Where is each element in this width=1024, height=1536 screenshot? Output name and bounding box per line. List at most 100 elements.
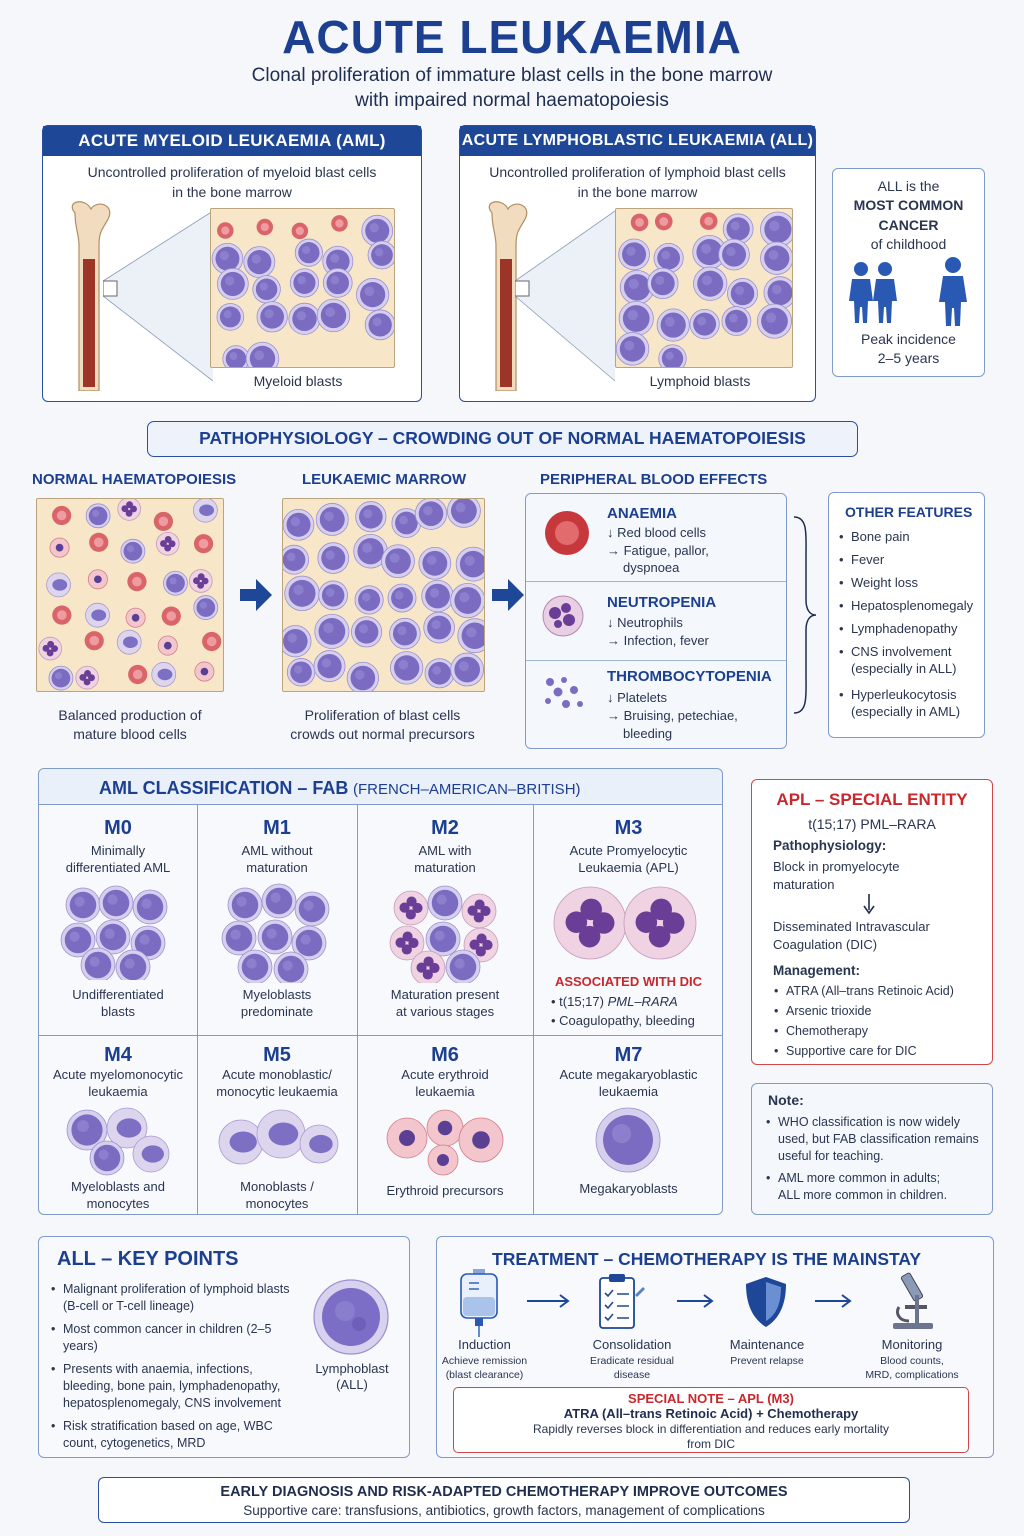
lymphoblast-label-2: (ALL) [336,1377,368,1392]
fab-title-paren: (FRENCH–AMERICAN–BRITISH) [353,781,581,798]
neutropenia-line-1: ↓ Neutrophils [607,615,683,630]
peri-title: PERIPHERAL BLOOD EFFECTS [540,471,768,488]
thrombocytopenia-line-1: ↓ Platelets [607,690,667,705]
apl-title: APL – SPECIAL ENTITY [776,790,968,809]
blast-cluster-illustration [221,883,330,983]
aml-desc-2: in the bone marrow [172,184,292,200]
lymphoblast-label-1: Lymphoblast [315,1361,389,1376]
apl-mgmt-list: ATRA (All–trans Retinoic Acid) Arsenic t… [772,983,987,1065]
fab-desc: leukaemia [415,1084,475,1099]
arrow-right-icon [527,1294,570,1308]
fab-caption: monocytes [245,1196,309,1211]
clipboard-icon [599,1274,645,1329]
platelets-icon [545,677,583,708]
m3-trans-prefix: t(15;17) [559,994,608,1009]
arrow-right-icon [492,579,524,611]
all-key-title: ALL – KEY POINTS [57,1248,239,1270]
fab-m2-cell: M2 AML with maturation Maturation presen… [357,805,533,1035]
arrow-right-icon [677,1294,714,1308]
all-key-item: Malignant proliferation of lymphoid blas… [49,1281,304,1315]
other-features-panel: OTHER FEATURES Bone pain Fever Weight lo… [828,492,985,738]
m3-dic-label: ASSOCIATED WITH DIC [554,974,703,989]
arrow-down-icon [863,894,875,915]
blast-cluster-illustration [60,885,168,980]
fab-caption: Myeloblasts and [71,1179,165,1194]
childhood-line-1: ALL is the [877,178,940,194]
monocyte-cluster-illustration [66,1107,170,1176]
fab-header: AML CLASSIFICATION – FAB (FRENCH–AMERICA… [39,769,722,805]
all-key-points-panel: ALL – KEY POINTS Malignant proliferation… [38,1236,410,1458]
fab-code: M7 [614,1044,643,1066]
fab-desc: Acute erythroid [401,1067,489,1082]
other-features-list: Bone pain Fever Weight loss Hepatospleno… [837,528,982,725]
treatment-step-desc: (blast clearance) [445,1369,524,1381]
other-feature-item: Lymphadenopathy [837,620,982,637]
megakaryoblast-illustration [595,1107,661,1173]
other-feature-item: Weight loss [837,574,982,591]
patho-banner: PATHOPHYSIOLOGY – CROWDING OUT OF NORMAL… [147,421,858,457]
neutropenia-line-2: → Infection, fever [607,633,709,648]
fab-caption: predominate [240,1004,314,1019]
subtitle-line-1: Clonal proliferation of immature blast c… [251,65,773,86]
fab-code: M1 [263,817,291,839]
apl-note-line-3: from DIC [687,1437,735,1451]
apl-dic-1: Disseminated Intravascular [773,919,930,934]
leukaemic-marrow-view [282,498,485,692]
other-feature-item: Hyperleukocytosis (especially in AML) [837,686,982,720]
treatment-step-name: Induction [458,1337,511,1352]
aml-header: ACUTE MYELOID LEUKAEMIA (AML) [43,126,421,156]
lymphoblast-illustration [313,1279,389,1355]
note-aml: AML more common in adults; [778,1171,941,1185]
apl-mgmt-item: Arsenic trioxide [772,1003,987,1020]
fab-m0-cell: M0 Minimally differentiated AML Undiffer… [39,805,197,1035]
fab-desc: leukaemia [598,1084,659,1099]
arrow-right-icon [815,1294,852,1308]
apl-special-note: SPECIAL NOTE – APL (M3) ATRA (All–trans … [453,1387,969,1453]
erythroid-cluster-illustration [386,1109,504,1176]
fab-code: M6 [431,1044,459,1066]
childhood-line-2: MOST COMMON [853,197,964,213]
fab-desc: Acute Promyelocytic [569,843,688,858]
fab-caption: Monoblasts / [240,1179,314,1194]
all-key-item: Presents with anaemia, infections, bleed… [49,1361,304,1412]
fab-desc: Acute monoblastic/ [222,1067,332,1082]
fab-caption: Maturation present [390,987,500,1002]
anaemia-line-1: ↓ Red blood cells [607,525,706,540]
fab-code: M5 [263,1044,291,1066]
anaemia-line-2: → Fatigue, pallor, [607,543,709,558]
anaemia-title: ANAEMIA [607,505,677,522]
microscope-icon [893,1272,933,1329]
note-list: WHO classification is now widely used, b… [764,1114,989,1209]
page-title: ACUTE LEUKAEMIA [282,11,742,63]
red-blood-cell-icon [545,511,589,555]
all-key-list: Malignant proliferation of lymphoid blas… [49,1281,304,1457]
treatment-step-name: Maintenance [729,1337,805,1352]
peak-incidence-value: 2–5 years [877,350,940,366]
fab-code: M2 [431,817,459,839]
other-feature-item: Bone pain [837,528,982,545]
fab-desc: differentiated AML [65,860,171,875]
fab-caption: Megakaryoblasts [579,1181,678,1196]
childhood-card: ALL is the MOST COMMON CANCER of childho… [832,168,985,377]
apl-patho-1: Block in promyelocyte [773,859,900,874]
note-item: AML more common in adults;ALL more commo… [764,1170,989,1204]
apl-patho-label: Pathophysiology: [773,838,887,853]
peak-incidence-label: Peak incidence [861,331,956,347]
fab-desc: Minimally [90,843,146,858]
other-feature-item: Hepatosplenomegaly [837,597,982,614]
fab-m7-cell: M7 Acute megakaryoblastic leukaemia Mega… [533,1036,724,1216]
treatment-title: TREATMENT – CHEMOTHERAPY IS THE MAINSTAY [492,1249,922,1269]
fab-m6-cell: M6 Acute erythroid leukaemia Erythroid p… [357,1036,533,1216]
aml-panel: ACUTE MYELOID LEUKAEMIA (AML) Uncontroll… [42,125,422,402]
fab-caption: Erythroid precursors [386,1183,504,1198]
fab-desc: monocytic leukaemia [216,1084,338,1099]
fab-code: M3 [614,817,643,839]
fab-desc: Acute megakaryoblastic [559,1067,698,1082]
all-key-item: Most common cancer in children (2–5 year… [49,1321,304,1355]
aml-caption: Myeloid blasts [253,373,343,389]
leuk-caption-2: crowds out normal precursors [290,726,475,742]
apl-patho-2: maturation [773,877,835,892]
zoom-lines [103,210,213,382]
footer-banner: EARLY DIAGNOSIS AND RISK-ADAPTED CHEMOTH… [98,1477,910,1523]
treatment-step-name: Consolidation [592,1337,672,1352]
